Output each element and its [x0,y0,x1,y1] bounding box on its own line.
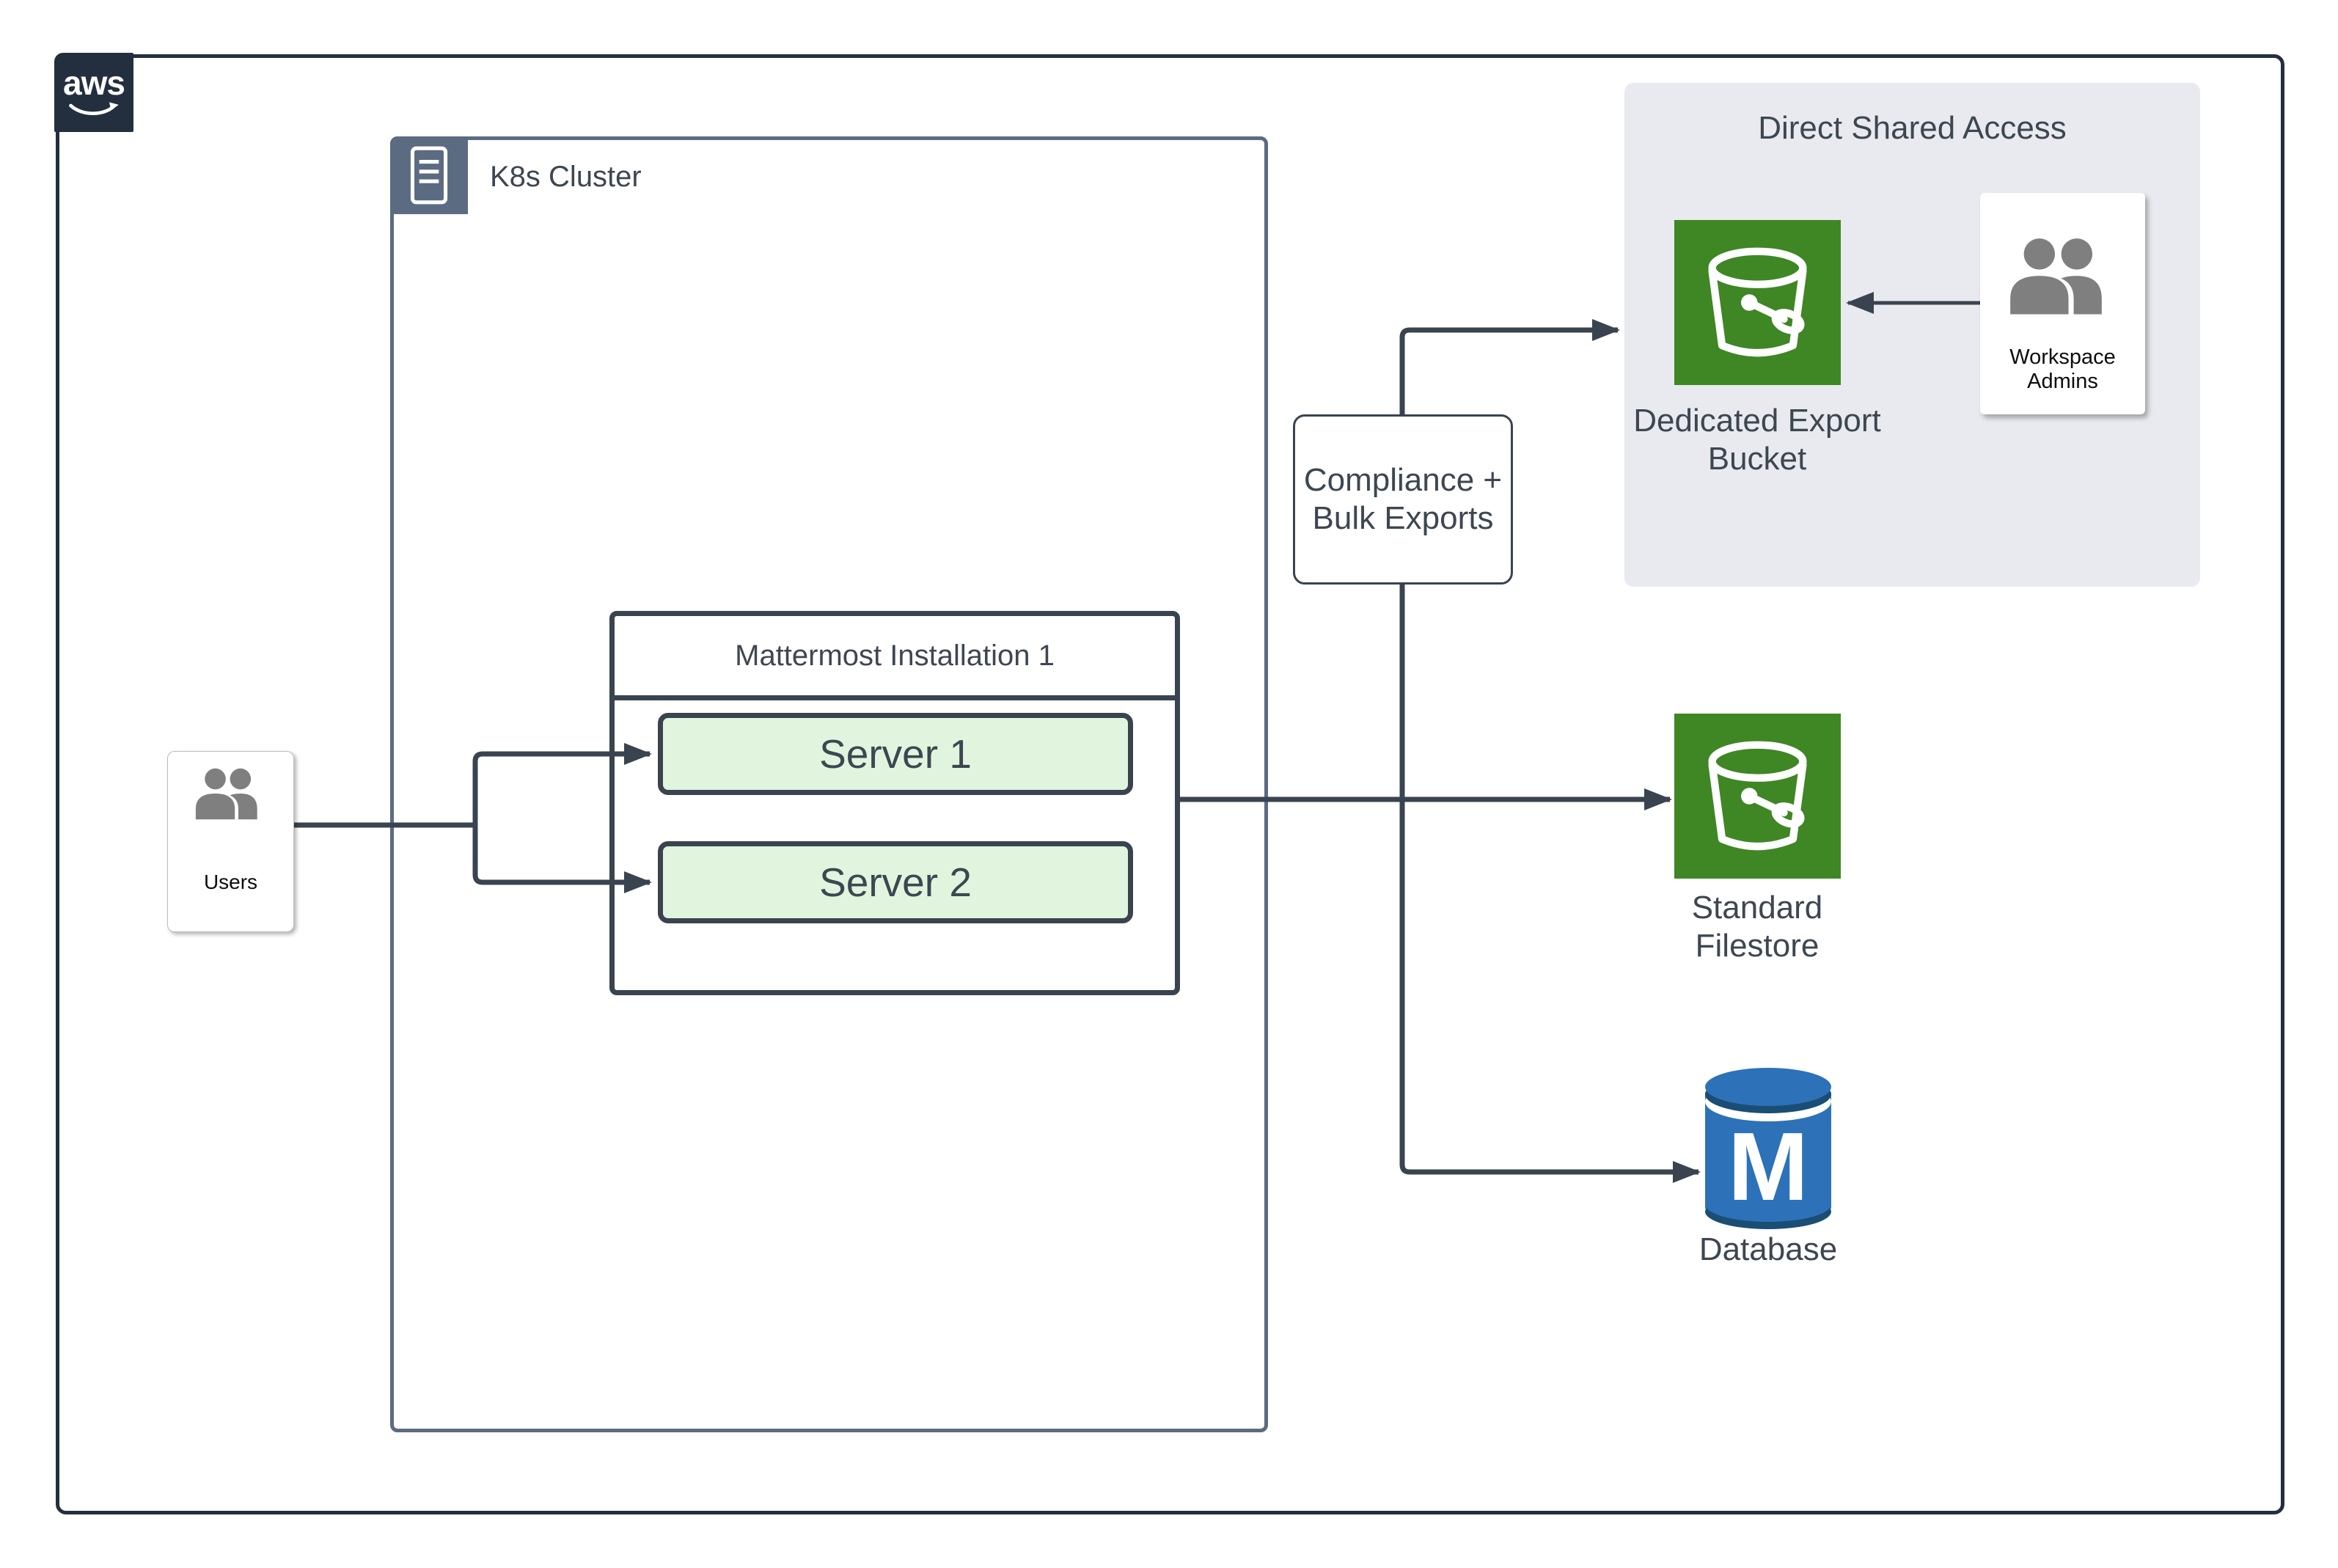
database-cylinder-icon: M [1705,1068,1831,1229]
workspace-admins-icon [2000,233,2125,320]
aws-logo: aws [54,53,133,132]
dedicated-export-bucket-label-line1: Dedicated Export [1633,403,1881,439]
diagram-outer-border [56,54,2284,1514]
server-2-box: Server 2 [658,841,1133,923]
compliance-text-line2: Bulk Exports [1312,500,1494,536]
database-icon-letter: M [1728,1113,1809,1220]
s3-bucket-icon-standard [1674,714,1841,879]
server-rack-icon [390,136,468,214]
k8s-cluster-label: K8s Cluster [490,161,642,193]
database-label: Database [1698,1231,1838,1267]
standard-filestore-label-line2: Filestore [1695,927,1820,964]
aws-logo-text: aws [63,64,125,102]
dedicated-export-bucket-label: Dedicated Export Bucket [1603,402,1911,478]
workspace-admins-card: Workspace Admins [1980,193,2145,414]
compliance-text-line1: Compliance + [1303,462,1503,499]
workspace-admins-label: Workspace Admins [2009,345,2116,393]
mattermost-installation-box: Mattermost Installation 1 Server 1 Serve… [609,611,1180,995]
dedicated-export-bucket-label-line2: Bucket [1707,440,1807,477]
standard-filestore-label-line1: Standard [1691,890,1823,926]
direct-shared-access-title: Direct Shared Access [1758,110,2067,146]
aws-smile-icon [69,102,119,115]
standard-filestore-label: Standard Filestore [1603,889,1911,965]
users-card: Users [167,751,294,932]
s3-bucket-icon-dedicated [1674,220,1841,385]
compliance-bulk-exports-box: Compliance + Bulk Exports [1293,414,1513,585]
compliance-text: Compliance + Bulk Exports [1304,461,1502,538]
mattermost-installation-title: Mattermost Installation 1 [615,616,1175,700]
server-1-box: Server 1 [658,713,1133,795]
users-label: Users [203,871,258,893]
